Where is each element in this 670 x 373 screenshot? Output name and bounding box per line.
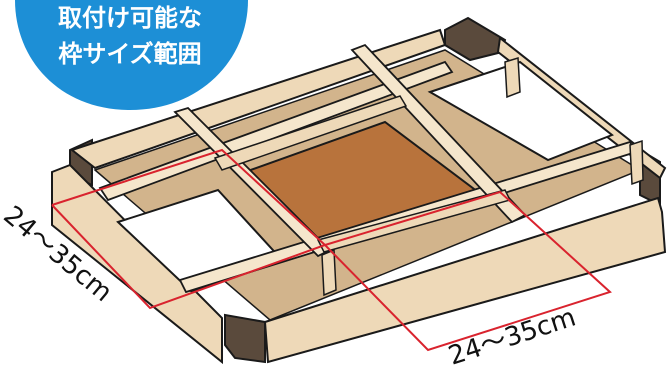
divider-long-1 (98, 60, 454, 202)
rail-top (69, 28, 447, 170)
dimension-line-bottom (324, 190, 612, 352)
divider-short-3 (629, 139, 644, 186)
divider-short-2 (321, 248, 337, 297)
divider-mid-1 (213, 95, 408, 171)
dividers (98, 43, 644, 297)
rail-left (51, 163, 223, 365)
rail-bottom (263, 196, 667, 364)
info-badge: 取付け可能な 枠サイズ範囲 (15, 0, 248, 110)
badge-shape (15, 0, 248, 110)
badge-line-2: 枠サイズ範囲 (58, 40, 201, 68)
divider-short-1 (504, 57, 521, 99)
dimension-label-bottom: 24〜35cm (445, 302, 580, 371)
rail-top-right (496, 36, 667, 180)
corner-block-bottom (224, 313, 266, 364)
badge-line-1: 取付け可能な (58, 4, 202, 32)
dimension-lines (51, 148, 612, 352)
opening-right (427, 60, 614, 162)
outer-frame (51, 28, 667, 365)
corner-block-top-right (444, 16, 507, 62)
